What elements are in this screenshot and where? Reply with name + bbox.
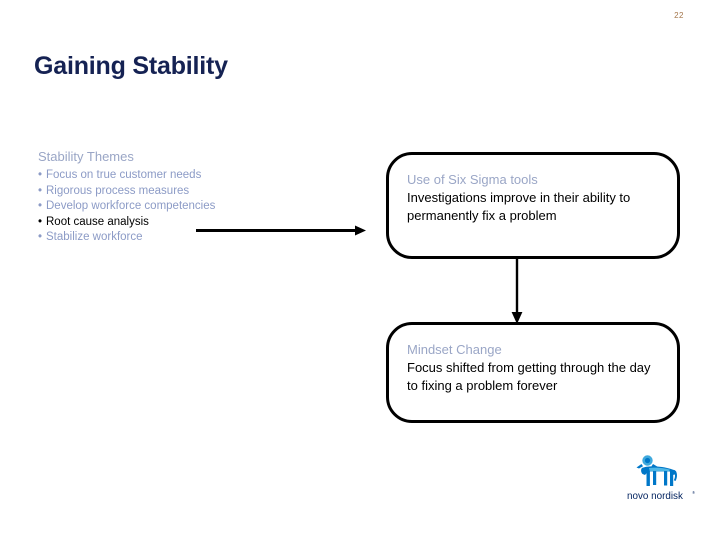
page-title: Gaining Stability (34, 52, 228, 80)
list-item-label: Focus on true customer needs (46, 169, 202, 181)
list-item-label: Stabilize workforce (46, 231, 143, 243)
list-item-label: Root cause analysis (46, 215, 149, 228)
list-item-label: Develop workforce competencies (46, 200, 216, 212)
novo-nordisk-logo: novo nordisk ® (627, 455, 701, 507)
callout-body: Investigations improve in their ability … (407, 190, 631, 223)
page-number: 22 (674, 11, 684, 20)
bullet-icon: • (38, 169, 43, 181)
logo-wordmark-text: novo nordisk (627, 491, 683, 502)
bullet-icon: • (38, 231, 43, 243)
arrow-down-icon (511, 258, 523, 324)
apis-bull-icon (636, 455, 678, 486)
bullet-icon: • (38, 200, 43, 212)
stability-themes-block: Stability Themes •Focus on true customer… (38, 148, 368, 246)
list-item: •Stabilize workforce (38, 230, 368, 246)
list-item: •Focus on true customer needs (38, 168, 368, 184)
list-item: •Rigorous process measures (38, 184, 368, 200)
list-item-label: Rigorous process measures (46, 184, 190, 197)
callout-heading: Mindset Change (407, 342, 502, 357)
callout-heading: Use of Six Sigma tools (407, 172, 538, 187)
bullet-icon: • (38, 215, 43, 228)
callout-box-mindset: Mindset Change Focus shifted from gettin… (386, 322, 680, 423)
stability-themes-heading: Stability Themes (38, 149, 134, 164)
callout-body: Focus shifted from getting through the d… (407, 360, 651, 393)
list-item-highlighted: •Root cause analysis (38, 215, 368, 231)
bullet-icon: • (38, 184, 43, 197)
callout-box-six-sigma: Use of Six Sigma tools Investigations im… (386, 152, 680, 259)
list-item: •Develop workforce competencies (38, 199, 368, 215)
arrow-right-icon (196, 225, 366, 236)
registered-mark-icon: ® (692, 490, 695, 495)
novo-nordisk-wordmark: novo nordisk ® (627, 490, 695, 502)
